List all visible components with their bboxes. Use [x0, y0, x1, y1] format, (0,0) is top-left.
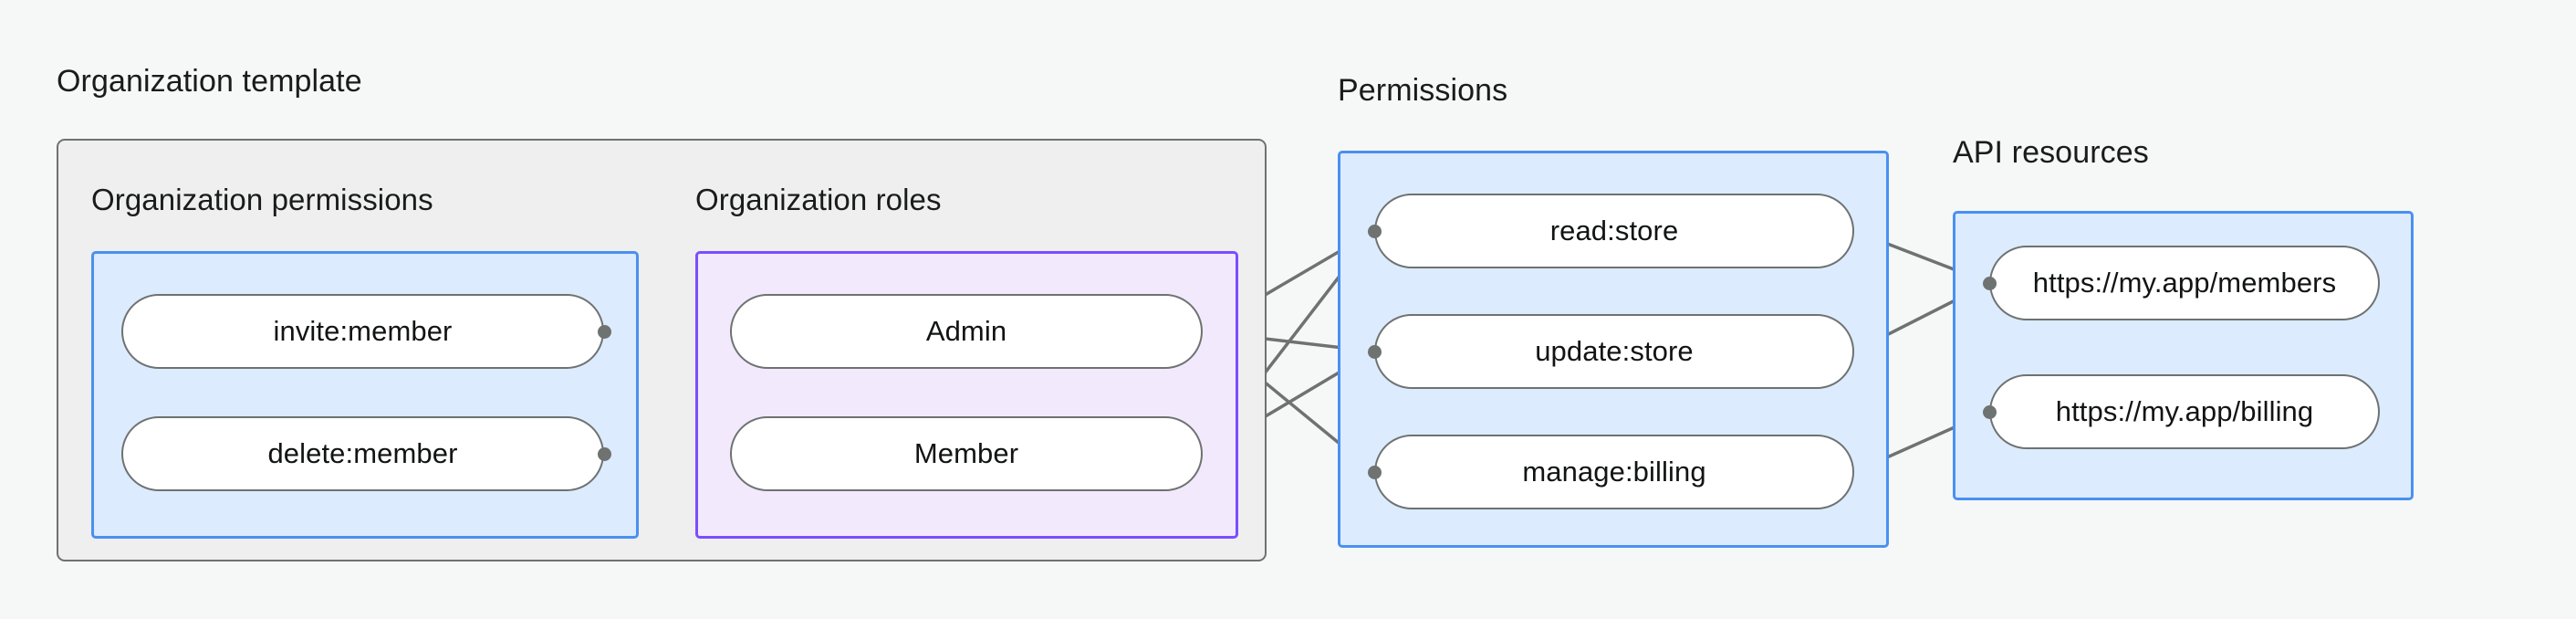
node-api-members[interactable]: https://my.app/members [1989, 246, 2380, 320]
port-dot-read-store-in [1368, 225, 1382, 238]
node-manage-billing[interactable]: manage:billing [1374, 435, 1854, 509]
port-dot-api-members-in [1983, 277, 1997, 290]
port-dot-api-billing-in [1983, 405, 1997, 419]
port-dot-update-store-in [1368, 345, 1382, 359]
node-role-member[interactable]: Member [730, 416, 1203, 491]
node-delete-member[interactable]: delete:member [121, 416, 604, 491]
port-dot-manage-billing-in [1368, 466, 1382, 479]
node-api-billing[interactable]: https://my.app/billing [1989, 374, 2380, 449]
group-title-permissions: Permissions [1338, 73, 1508, 108]
port-dot-invite-member-out [598, 325, 611, 339]
node-role-admin[interactable]: Admin [730, 294, 1203, 369]
group-title-api-resources: API resources [1953, 135, 2149, 170]
subgroup-title-organization-permissions: Organization permissions [91, 183, 433, 216]
node-update-store[interactable]: update:store [1374, 314, 1854, 389]
group-title-organization-template: Organization template [57, 64, 362, 99]
node-read-store[interactable]: read:store [1374, 194, 1854, 268]
subgroup-title-organization-roles: Organization roles [695, 183, 942, 216]
node-invite-member[interactable]: invite:member [121, 294, 604, 369]
port-dot-delete-member-out [598, 447, 611, 461]
